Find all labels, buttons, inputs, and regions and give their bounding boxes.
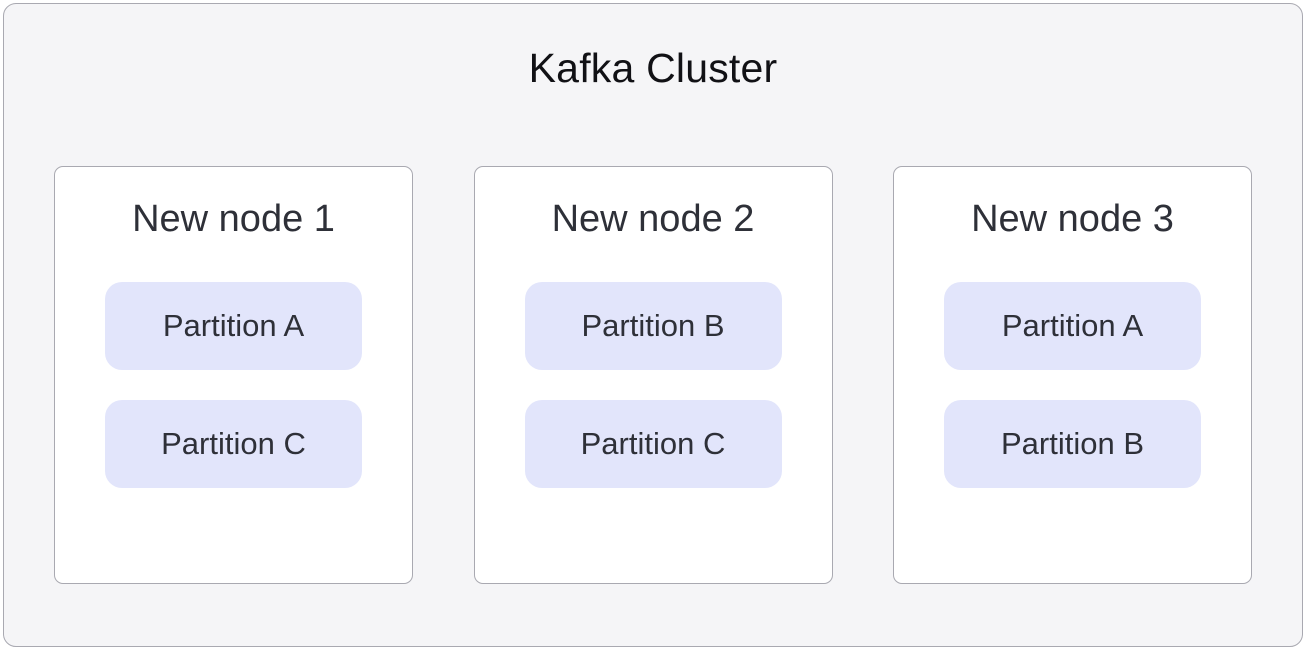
- partition-pill[interactable]: Partition B: [944, 399, 1201, 488]
- partition-list-3: Partition A Partition B: [944, 281, 1201, 488]
- kafka-cluster-container: Kafka Cluster New node 1 Partition A Par…: [3, 3, 1303, 647]
- node-title-2: New node 2: [551, 198, 755, 240]
- partition-list-2: Partition B Partition C: [524, 281, 782, 488]
- partition-list-1: Partition A Partition C: [105, 281, 362, 488]
- node-card-3[interactable]: New node 3 Partition A Partition B: [893, 166, 1252, 584]
- node-card-2[interactable]: New node 2 Partition B Partition C: [473, 166, 833, 584]
- partition-pill[interactable]: Partition C: [105, 399, 362, 488]
- nodes-row: New node 1 Partition A Partition C New n…: [4, 166, 1302, 584]
- node-title-3: New node 3: [971, 198, 1174, 240]
- node-title-1: New node 1: [132, 198, 335, 240]
- node-card-1[interactable]: New node 1 Partition A Partition C: [54, 166, 413, 584]
- partition-pill[interactable]: Partition A: [944, 281, 1201, 370]
- partition-pill[interactable]: Partition C: [524, 399, 782, 488]
- partition-pill[interactable]: Partition B: [524, 281, 782, 370]
- partition-pill[interactable]: Partition A: [105, 281, 362, 370]
- cluster-title: Kafka Cluster: [528, 45, 778, 91]
